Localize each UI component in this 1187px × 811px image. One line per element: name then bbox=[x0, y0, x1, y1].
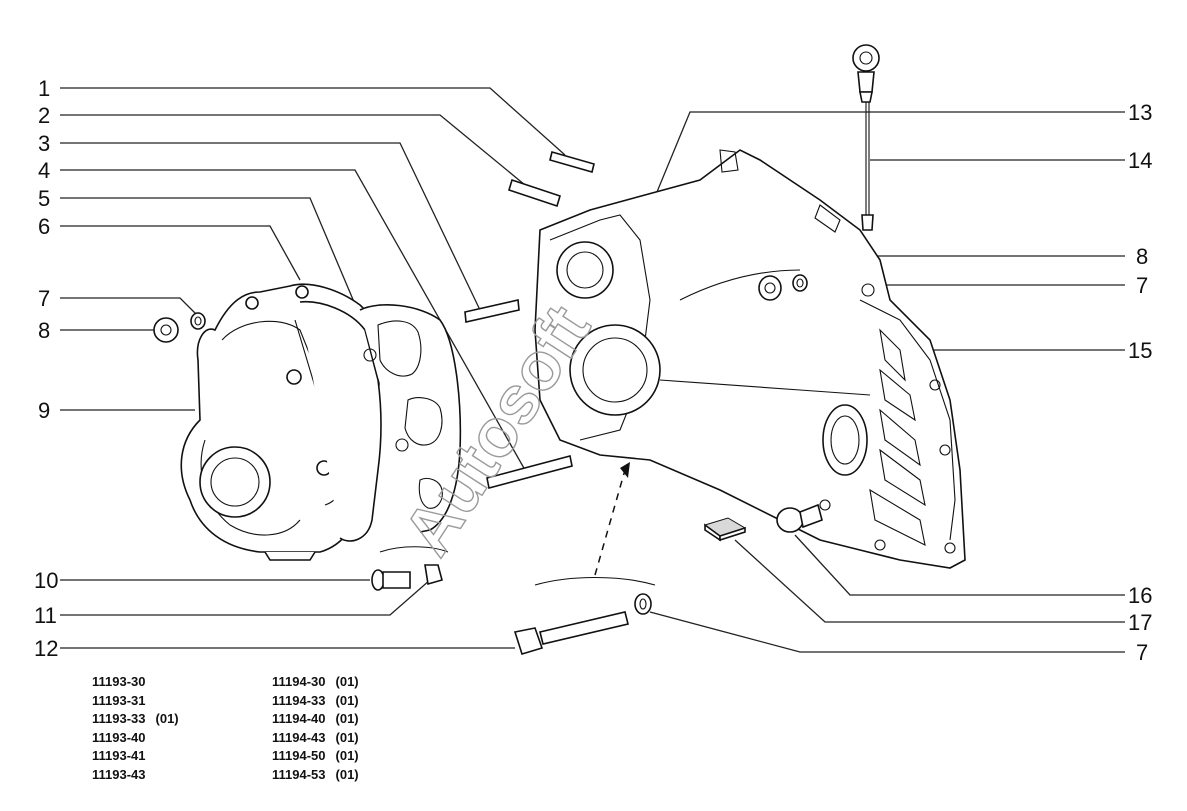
washer-7-bottom bbox=[634, 593, 652, 615]
model-suffix: (01) bbox=[335, 766, 359, 782]
model-code-row: 11194-30 (01) bbox=[272, 673, 359, 692]
callout-10: 10 bbox=[34, 568, 58, 593]
model-code-row: 11193-41 bbox=[92, 747, 179, 766]
model-code: 11193-43 bbox=[92, 766, 146, 782]
model-code: 11194-43 bbox=[272, 729, 326, 745]
callout-8-left: 8 bbox=[38, 318, 50, 343]
model-code: 11193-33 bbox=[92, 711, 146, 726]
callout-4: 4 bbox=[38, 158, 50, 183]
model-code-row: 11194-53 (01) bbox=[272, 766, 359, 785]
model-suffix: (01) bbox=[335, 711, 359, 726]
nut-8-left bbox=[153, 317, 179, 343]
callout-15: 15 bbox=[1128, 338, 1152, 363]
callout-5: 5 bbox=[38, 186, 50, 211]
callout-7-left: 7 bbox=[38, 286, 50, 311]
callout-7-bottom: 7 bbox=[1136, 640, 1148, 665]
callouts-left: 1 2 3 4 5 6 7 8 9 10 11 12 bbox=[34, 76, 58, 661]
gearbox-housing-part bbox=[534, 149, 966, 569]
model-code: 11194-53 bbox=[272, 766, 326, 782]
bolt-12 bbox=[513, 611, 629, 655]
model-codes-column-1: 11193-30 11193-31 11193-33(01) 11193-40 … bbox=[92, 673, 179, 784]
callout-1: 1 bbox=[38, 76, 50, 101]
model-suffix: (01) bbox=[335, 674, 359, 689]
model-code-row: 11193-43 bbox=[92, 766, 179, 785]
callout-2: 2 bbox=[38, 103, 50, 128]
model-code-row: 11193-30 bbox=[92, 673, 179, 692]
model-code-row: 11193-40 bbox=[92, 729, 179, 748]
model-code: 11194-40 bbox=[272, 711, 326, 726]
model-code: 11193-30 bbox=[92, 674, 146, 689]
model-code: 11193-31 bbox=[92, 692, 146, 708]
arc-12 bbox=[534, 576, 656, 586]
model-code-row: 11194-40 (01) bbox=[272, 710, 359, 729]
model-code-row: 11194-43 (01) bbox=[272, 729, 359, 748]
model-code-row: 11193-33 (01) bbox=[92, 710, 179, 729]
drain-plug-16 bbox=[776, 503, 823, 533]
callout-14: 14 bbox=[1128, 148, 1152, 173]
arrow-head bbox=[620, 462, 630, 478]
model-code-row: 11194-33 (01) bbox=[272, 692, 359, 711]
model-code: 11193-41 bbox=[92, 748, 146, 763]
screw-10 bbox=[371, 569, 411, 591]
model-suffix: (01) bbox=[335, 748, 359, 763]
washer-7-right bbox=[792, 274, 808, 292]
magnet-17 bbox=[703, 517, 747, 542]
model-suffix: (01) bbox=[155, 711, 179, 726]
model-codes-column-2: 11194-30 (01) 11194-33 (01) 11194-40 (01) 1… bbox=[272, 673, 359, 784]
arc-10 bbox=[379, 546, 449, 553]
callout-6: 6 bbox=[38, 214, 50, 239]
callout-9: 9 bbox=[38, 398, 50, 423]
dipstick-14 bbox=[852, 44, 880, 231]
nut-8-right bbox=[758, 275, 782, 301]
model-code-row: 11194-50 (01) bbox=[272, 747, 359, 766]
model-code: 11194-30 bbox=[272, 674, 326, 689]
callouts-right: 13 14 8 7 15 16 17 7 bbox=[1128, 100, 1152, 665]
assembly-arrow bbox=[594, 469, 626, 576]
model-code-row: 11193-31 bbox=[92, 692, 179, 711]
callout-16: 16 bbox=[1128, 583, 1152, 608]
clip-11 bbox=[424, 564, 443, 586]
model-suffix: (01) bbox=[335, 729, 359, 745]
callout-8-right: 8 bbox=[1136, 244, 1148, 269]
callout-7-right: 7 bbox=[1136, 273, 1148, 298]
callout-13: 13 bbox=[1128, 100, 1152, 125]
gasket-part bbox=[299, 300, 462, 542]
callout-11: 11 bbox=[34, 603, 57, 628]
callout-17: 17 bbox=[1128, 610, 1152, 635]
model-code: 11194-33 bbox=[272, 692, 326, 708]
washer-7-left bbox=[190, 312, 206, 330]
model-code: 11194-50 bbox=[272, 748, 326, 763]
callout-3: 3 bbox=[38, 131, 50, 156]
callout-12: 12 bbox=[34, 636, 58, 661]
model-code: 11193-40 bbox=[92, 729, 146, 745]
model-suffix: (01) bbox=[335, 692, 359, 708]
